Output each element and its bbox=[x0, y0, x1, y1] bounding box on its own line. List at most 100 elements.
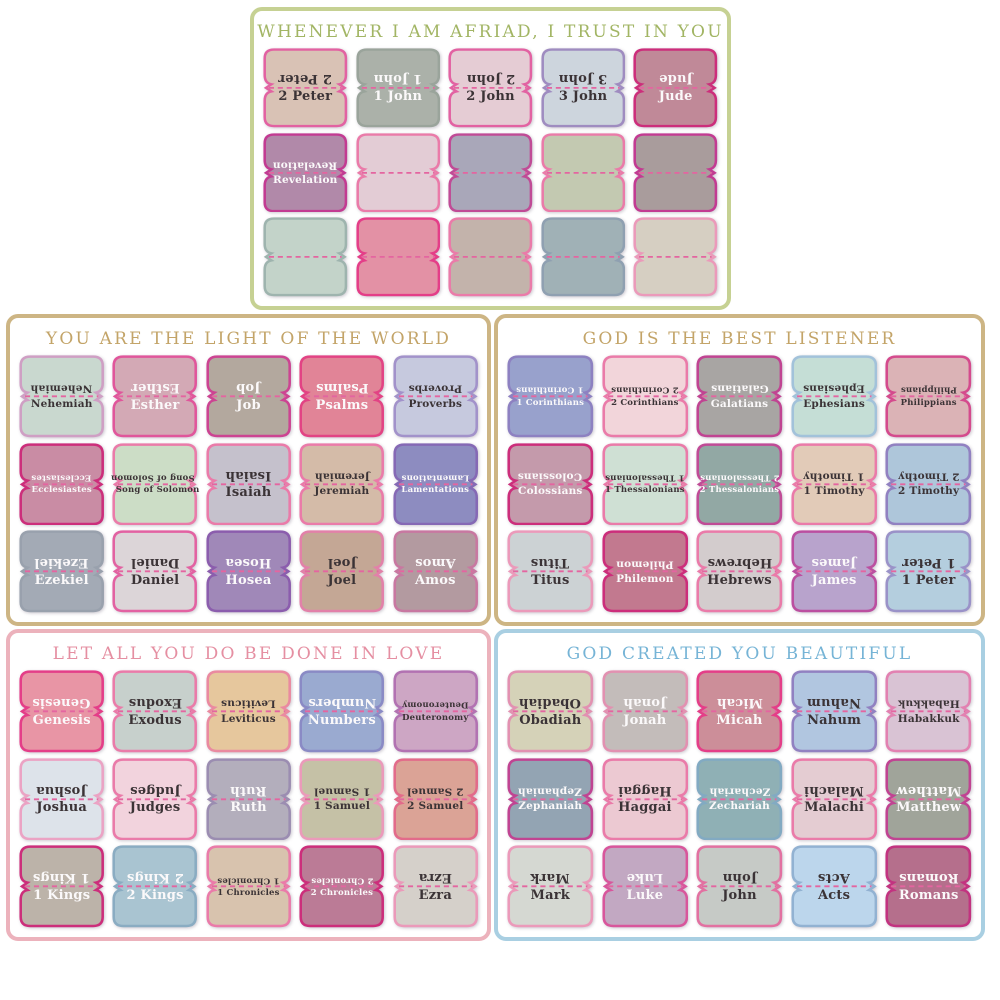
tab-label-mirrored: Numbers bbox=[307, 694, 376, 710]
tab-spool-shape bbox=[112, 845, 198, 928]
tab-label-mirrored: 2 Kings bbox=[126, 870, 184, 886]
tab-label: Psalms bbox=[315, 397, 369, 413]
tab-label: Jeremiah bbox=[314, 485, 370, 498]
tab-label-mirrored: Romans bbox=[898, 870, 959, 886]
tab-label: Exodus bbox=[128, 712, 182, 728]
tab-label-mirrored: Habakkuk bbox=[897, 697, 960, 710]
panel-title: LET ALL YOU DO BE DONE IN LOVE bbox=[52, 643, 445, 664]
tab-spool-shape bbox=[299, 530, 385, 613]
blank-tab bbox=[633, 217, 718, 297]
tab-label-mirrored: Judges bbox=[129, 782, 181, 798]
tab-label: Philippians bbox=[900, 397, 957, 408]
tab-spool-shape bbox=[507, 758, 594, 840]
tab-label-mirrored: 1 John bbox=[373, 71, 423, 87]
tab-label: Deuteronomy bbox=[402, 712, 469, 723]
panel-title: WHENEVER I AM AFRIAD, I TRUST IN YOU bbox=[257, 21, 724, 42]
tab-label-mirrored: 1 Chronicles bbox=[217, 875, 280, 886]
tab-label-mirrored: 3 John bbox=[558, 71, 608, 87]
blank-tab bbox=[541, 133, 626, 213]
tab-spool-shape bbox=[393, 443, 478, 525]
blank-tab bbox=[448, 217, 533, 297]
tab-label: Haggai bbox=[618, 800, 672, 816]
tab-label-mirrored: Acts bbox=[818, 870, 851, 886]
tab-spool-shape bbox=[393, 758, 478, 840]
tab-spool-shape bbox=[885, 443, 972, 525]
tab-spool-shape bbox=[791, 670, 877, 753]
tab-label: Song of Solomon bbox=[115, 485, 200, 496]
tab-spool-shape bbox=[541, 133, 625, 212]
tab-label-mirrored: Lamentations bbox=[401, 472, 470, 483]
tab-label: Numbers bbox=[307, 712, 376, 728]
tab-label-mirrored: Joel bbox=[327, 555, 357, 571]
tab-spool-shape bbox=[263, 48, 348, 128]
tab-spool-shape bbox=[112, 670, 198, 753]
tab-label: Jonah bbox=[623, 712, 667, 728]
tab-label-mirrored: Deuteronomy bbox=[402, 699, 469, 710]
tab-spool-shape bbox=[19, 670, 104, 753]
tab-label: 2 Thessalonians bbox=[699, 485, 780, 496]
tab-label-mirrored: Malachi bbox=[804, 782, 865, 798]
blank-tab bbox=[633, 133, 718, 213]
tab-label-mirrored: Exodus bbox=[128, 694, 182, 710]
tab-spool-shape bbox=[19, 355, 104, 438]
tab-label: 1 Peter bbox=[901, 573, 956, 589]
tab-spool-shape bbox=[448, 133, 533, 212]
tab-spool-shape bbox=[393, 845, 478, 928]
tab-spool-shape bbox=[393, 355, 478, 438]
tab-label: Judges bbox=[129, 800, 181, 816]
tab-spool-shape bbox=[299, 670, 385, 753]
tab-label: 1 Timothy bbox=[803, 485, 865, 498]
tab-spool-shape bbox=[299, 355, 385, 438]
tab-label: Leviticus bbox=[221, 712, 276, 725]
tab-label: Zephaniah bbox=[518, 800, 583, 813]
tab-label-mirrored: Esther bbox=[130, 379, 180, 395]
tab-label: Nahum bbox=[807, 712, 862, 728]
tab-label-mirrored: Proverbs bbox=[408, 382, 463, 395]
tab-label-mirrored: John bbox=[722, 870, 757, 886]
tab-label-mirrored: Psalms bbox=[315, 379, 369, 395]
tab-label: Genesis bbox=[32, 712, 91, 728]
tab-spool-shape bbox=[356, 133, 440, 212]
tab-spool-shape bbox=[885, 758, 972, 840]
tab-label-mirrored: Genesis bbox=[32, 694, 91, 710]
tab-label-mirrored: 1 Thessalonians bbox=[605, 472, 685, 483]
panel-title: GOD IS THE BEST LISTENER bbox=[582, 328, 897, 349]
tab-spool-shape bbox=[885, 355, 972, 438]
tab-label-mirrored: James bbox=[811, 555, 857, 571]
tab-spool-shape bbox=[602, 443, 688, 525]
tab-label-mirrored: Philippians bbox=[900, 384, 957, 395]
tab-spool-shape bbox=[206, 355, 291, 438]
tab-spool-shape bbox=[633, 217, 718, 297]
